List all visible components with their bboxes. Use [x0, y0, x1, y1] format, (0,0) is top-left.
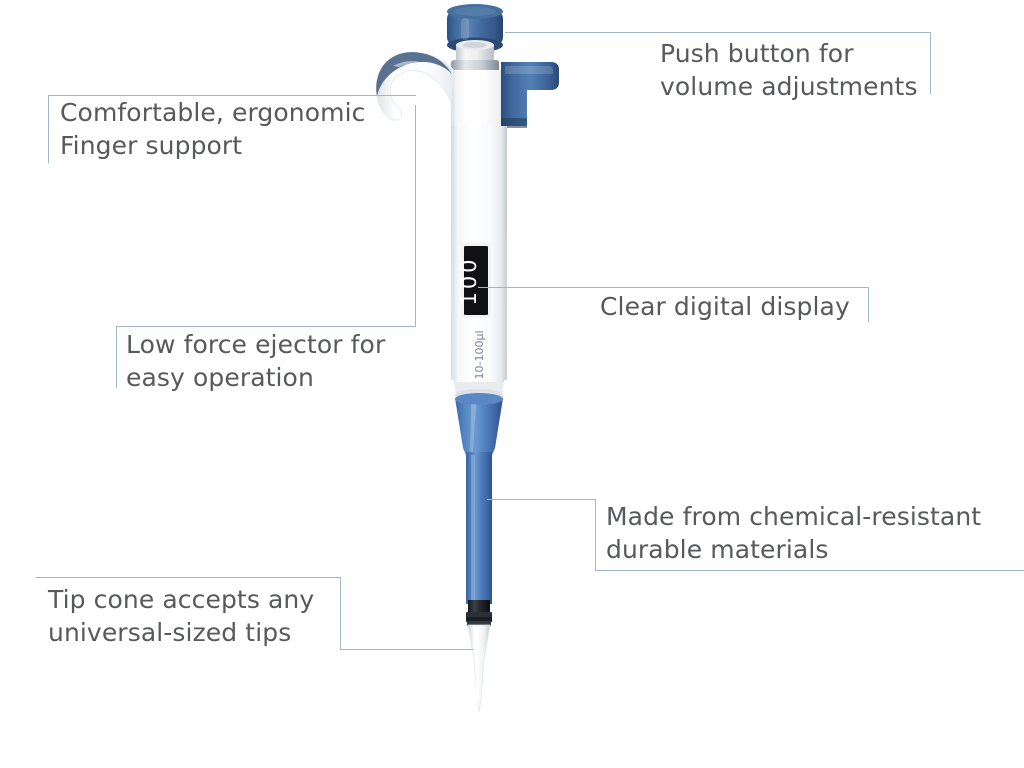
tip-cone [466, 600, 492, 626]
leader-line-tipcone-top [36, 577, 341, 578]
leader-line-materials-h [487, 499, 595, 500]
finger-hook [375, 51, 468, 121]
leader-line-push-button-h [505, 32, 931, 33]
volume-display: 100 [457, 243, 491, 318]
leader-line-display-h [478, 287, 868, 288]
disposable-tip [467, 624, 491, 713]
ejector-arm[interactable] [501, 62, 559, 128]
callout-ejector: Low force ejector for easy operation [126, 330, 386, 392]
callout-finger-support: Comfortable, ergonomic Finger support [60, 98, 366, 160]
volume-range-label: 10-100µl [473, 330, 486, 379]
blue-shaft [455, 393, 503, 604]
leader-line-materials-bottom [595, 570, 1024, 571]
leader-line-tipcone-v [340, 577, 341, 650]
leader-line-ejector-drop [415, 105, 416, 327]
leader-line-ejector-v [116, 326, 117, 388]
leader-line-finger-support-h [48, 95, 416, 96]
leader-line-push-button-v [930, 32, 931, 94]
leader-line-finger-support-v [48, 95, 49, 163]
callout-materials: Made from chemical-resistant durable mat… [606, 502, 982, 564]
leader-line-display-v [868, 287, 869, 322]
leader-line-ejector-h [116, 326, 416, 327]
leader-line-materials-v [595, 499, 596, 571]
callout-push-button: Push button for volume adjustments [660, 39, 918, 101]
volume-display-value: 100 [457, 256, 481, 305]
leader-line-tipcone-bottom [340, 649, 473, 650]
pipette-illustration: 100 10-100µl [375, 4, 559, 713]
callout-tip-cone: Tip cone accepts any universal-sized tip… [48, 585, 315, 647]
callout-digital-display: Clear digital display [600, 292, 850, 321]
